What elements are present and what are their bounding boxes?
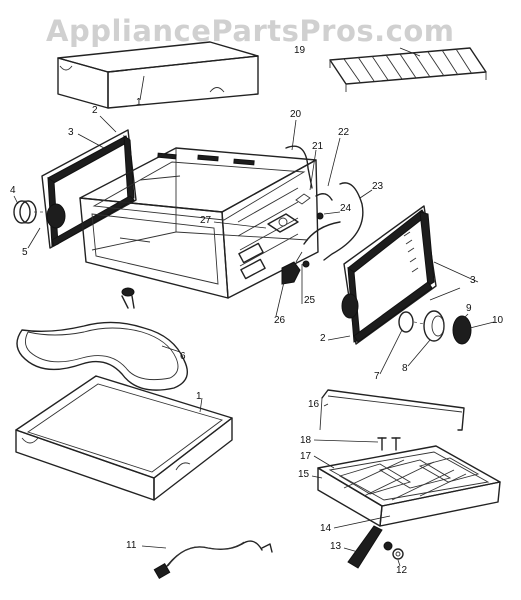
callout-9: 9 <box>466 303 472 314</box>
callout-20: 20 <box>290 109 302 120</box>
callout-10: 10 <box>492 315 504 326</box>
callout-24: 24 <box>340 203 352 214</box>
dial-stack-part <box>398 310 472 345</box>
top-cover-part <box>57 41 259 109</box>
callout-1-bottom: 1 <box>196 391 202 402</box>
callout-19: 19 <box>294 45 306 56</box>
right-end-panel-part <box>341 205 437 345</box>
callout-17: 17 <box>300 451 312 462</box>
callout-3-right: 3 <box>470 275 476 286</box>
callout-18: 18 <box>300 435 312 446</box>
left-end-panel-part <box>41 129 137 249</box>
watermark-logo: AppliancePartsPros.com <box>46 14 455 48</box>
callout-22: 22 <box>338 127 350 138</box>
callout-14: 14 <box>320 523 332 534</box>
latch-part <box>347 525 404 569</box>
oven-chassis-part <box>79 147 319 299</box>
callout-15: 15 <box>298 469 310 480</box>
callout-16: 16 <box>308 399 320 410</box>
knob-part <box>13 200 48 224</box>
callout-3-left: 3 <box>68 127 74 138</box>
callout-1-top: 1 <box>136 97 142 108</box>
bottom-housing-part <box>15 375 233 501</box>
tray-handle-part <box>319 389 465 431</box>
callout-11: 11 <box>126 540 137 551</box>
callout-27: 27 <box>200 215 212 226</box>
heating-element-part <box>16 287 188 391</box>
callout-25: 25 <box>304 295 316 306</box>
callout-4: 4 <box>10 185 16 196</box>
callout-7: 7 <box>374 371 380 382</box>
callout-6: 6 <box>180 351 186 362</box>
leader-lines <box>13 47 495 567</box>
callout-2-left: 2 <box>92 105 98 116</box>
callout-26: 26 <box>274 315 286 326</box>
callout-13: 13 <box>330 541 342 552</box>
power-cord-part <box>153 540 273 580</box>
switch-part <box>281 251 303 285</box>
wire-rack-part <box>329 47 487 92</box>
callout-5: 5 <box>22 247 28 258</box>
callout-23: 23 <box>372 181 384 192</box>
callout-2-right: 2 <box>320 333 326 344</box>
callout-12: 12 <box>396 565 408 576</box>
callout-8: 8 <box>402 363 408 374</box>
screws-part <box>377 437 401 451</box>
thermostat-assembly-part <box>267 145 364 268</box>
crumb-tray-part <box>317 445 501 527</box>
callout-21: 21 <box>312 141 324 152</box>
